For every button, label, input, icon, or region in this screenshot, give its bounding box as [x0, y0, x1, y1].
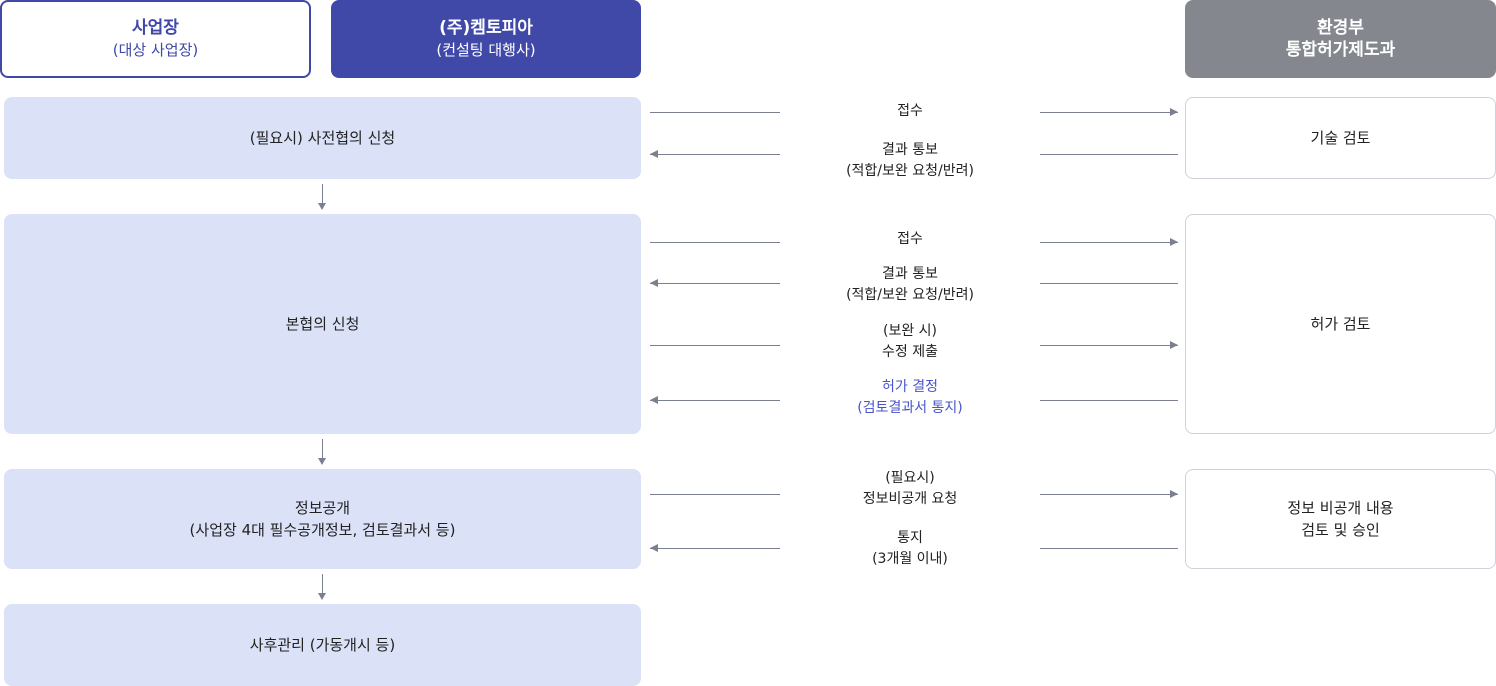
arrow-label-main-revise: (보완 시) 수정 제출	[780, 321, 1040, 363]
arrow-label-text: (필요시)	[885, 470, 935, 486]
down-arrow-head	[318, 458, 326, 465]
step-post-management: 사후관리 (가동개시 등)	[4, 604, 641, 686]
arrow-right-head	[1170, 238, 1178, 246]
arrow-label-text: (적합/보완 요청/반려)	[846, 287, 974, 303]
arrow-label-disclosure-notice: 통지 (3개월 이내)	[780, 528, 1040, 570]
arrow-label-text: (보완 시)	[882, 323, 937, 339]
header-site-title: 사업장	[132, 18, 179, 38]
review-nondisclosure: 정보 비공개 내용 검토 및 승인	[1185, 469, 1496, 569]
arrow-label-main-receipt: 접수	[780, 229, 1040, 250]
arrow-left-head	[650, 279, 658, 287]
down-arrow-head	[318, 593, 326, 600]
arrow-label-pre-result: 결과 통보 (적합/보완 요청/반려)	[780, 140, 1040, 182]
header-site-sub: (대상 사업장)	[112, 41, 199, 59]
arrow-right-head	[1170, 341, 1178, 349]
arrow-left-head	[650, 544, 658, 552]
step-disclosure-line1: 정보공개	[294, 499, 351, 517]
arrow-right-head	[1170, 490, 1178, 498]
review-permit-label: 허가 검토	[1310, 315, 1371, 333]
arrow-label-text: (적합/보완 요청/반려)	[846, 163, 974, 179]
arrow-label-text: 접수	[897, 103, 923, 119]
arrow-label-text: 정보비공개 요청	[862, 491, 958, 507]
header-consultant: (주)켐토피아 (컨설팅 대행사)	[331, 0, 641, 78]
header-consultant-sub: (컨설팅 대행사)	[436, 41, 536, 59]
review-nondisclosure-line2: 검토 및 승인	[1301, 521, 1380, 539]
arrow-label-disclosure-request: (필요시) 정보비공개 요청	[780, 468, 1040, 510]
down-arrow-line	[322, 184, 323, 204]
arrow-label-main-decision: 허가 결정 (검토결과서 통지)	[780, 377, 1040, 419]
step-post-management-label: 사후관리 (가동개시 등)	[249, 636, 396, 654]
header-ministry-line2: 통합허가제도과	[1285, 40, 1396, 60]
down-arrow-line	[322, 574, 323, 594]
arrow-label-text: 수정 제출	[882, 344, 938, 360]
arrow-label-text: 결과 통보	[882, 142, 938, 158]
review-permit: 허가 검토	[1185, 214, 1496, 434]
arrow-right-head	[1170, 108, 1178, 116]
step-pre-consultation: (필요시) 사전협의 신청	[4, 97, 641, 179]
arrow-label-text: 접수	[897, 231, 923, 247]
review-technical-label: 기술 검토	[1310, 129, 1371, 147]
header-consultant-title: (주)켐토피아	[439, 18, 533, 38]
review-nondisclosure-line1: 정보 비공개 내용	[1287, 499, 1394, 517]
arrow-label-text: (3개월 이내)	[872, 551, 948, 567]
arrow-label-pre-receipt: 접수	[780, 101, 1040, 122]
header-ministry-line1: 환경부	[1317, 18, 1364, 38]
arrow-left-head	[650, 150, 658, 158]
step-main-consultation-label: 본협의 신청	[285, 315, 360, 333]
step-information-disclosure: 정보공개 (사업장 4대 필수공개정보, 검토결과서 등)	[4, 469, 641, 569]
down-arrow-head	[318, 203, 326, 210]
review-technical: 기술 검토	[1185, 97, 1496, 179]
arrow-label-text: 허가 결정	[882, 379, 938, 395]
arrow-label-text: (검토결과서 통지)	[857, 400, 963, 416]
arrow-label-text: 통지	[897, 530, 923, 546]
step-disclosure-line2: (사업장 4대 필수공개정보, 검토결과서 등)	[189, 521, 456, 539]
step-pre-consultation-label: (필요시) 사전협의 신청	[249, 129, 396, 147]
arrow-label-main-result: 결과 통보 (적합/보완 요청/반려)	[780, 264, 1040, 306]
arrow-label-text: 결과 통보	[882, 266, 938, 282]
down-arrow-line	[322, 439, 323, 459]
header-site: 사업장 (대상 사업장)	[0, 0, 311, 78]
arrow-left-head	[650, 396, 658, 404]
step-main-consultation: 본협의 신청	[4, 214, 641, 434]
header-ministry: 환경부 통합허가제도과	[1185, 0, 1496, 78]
